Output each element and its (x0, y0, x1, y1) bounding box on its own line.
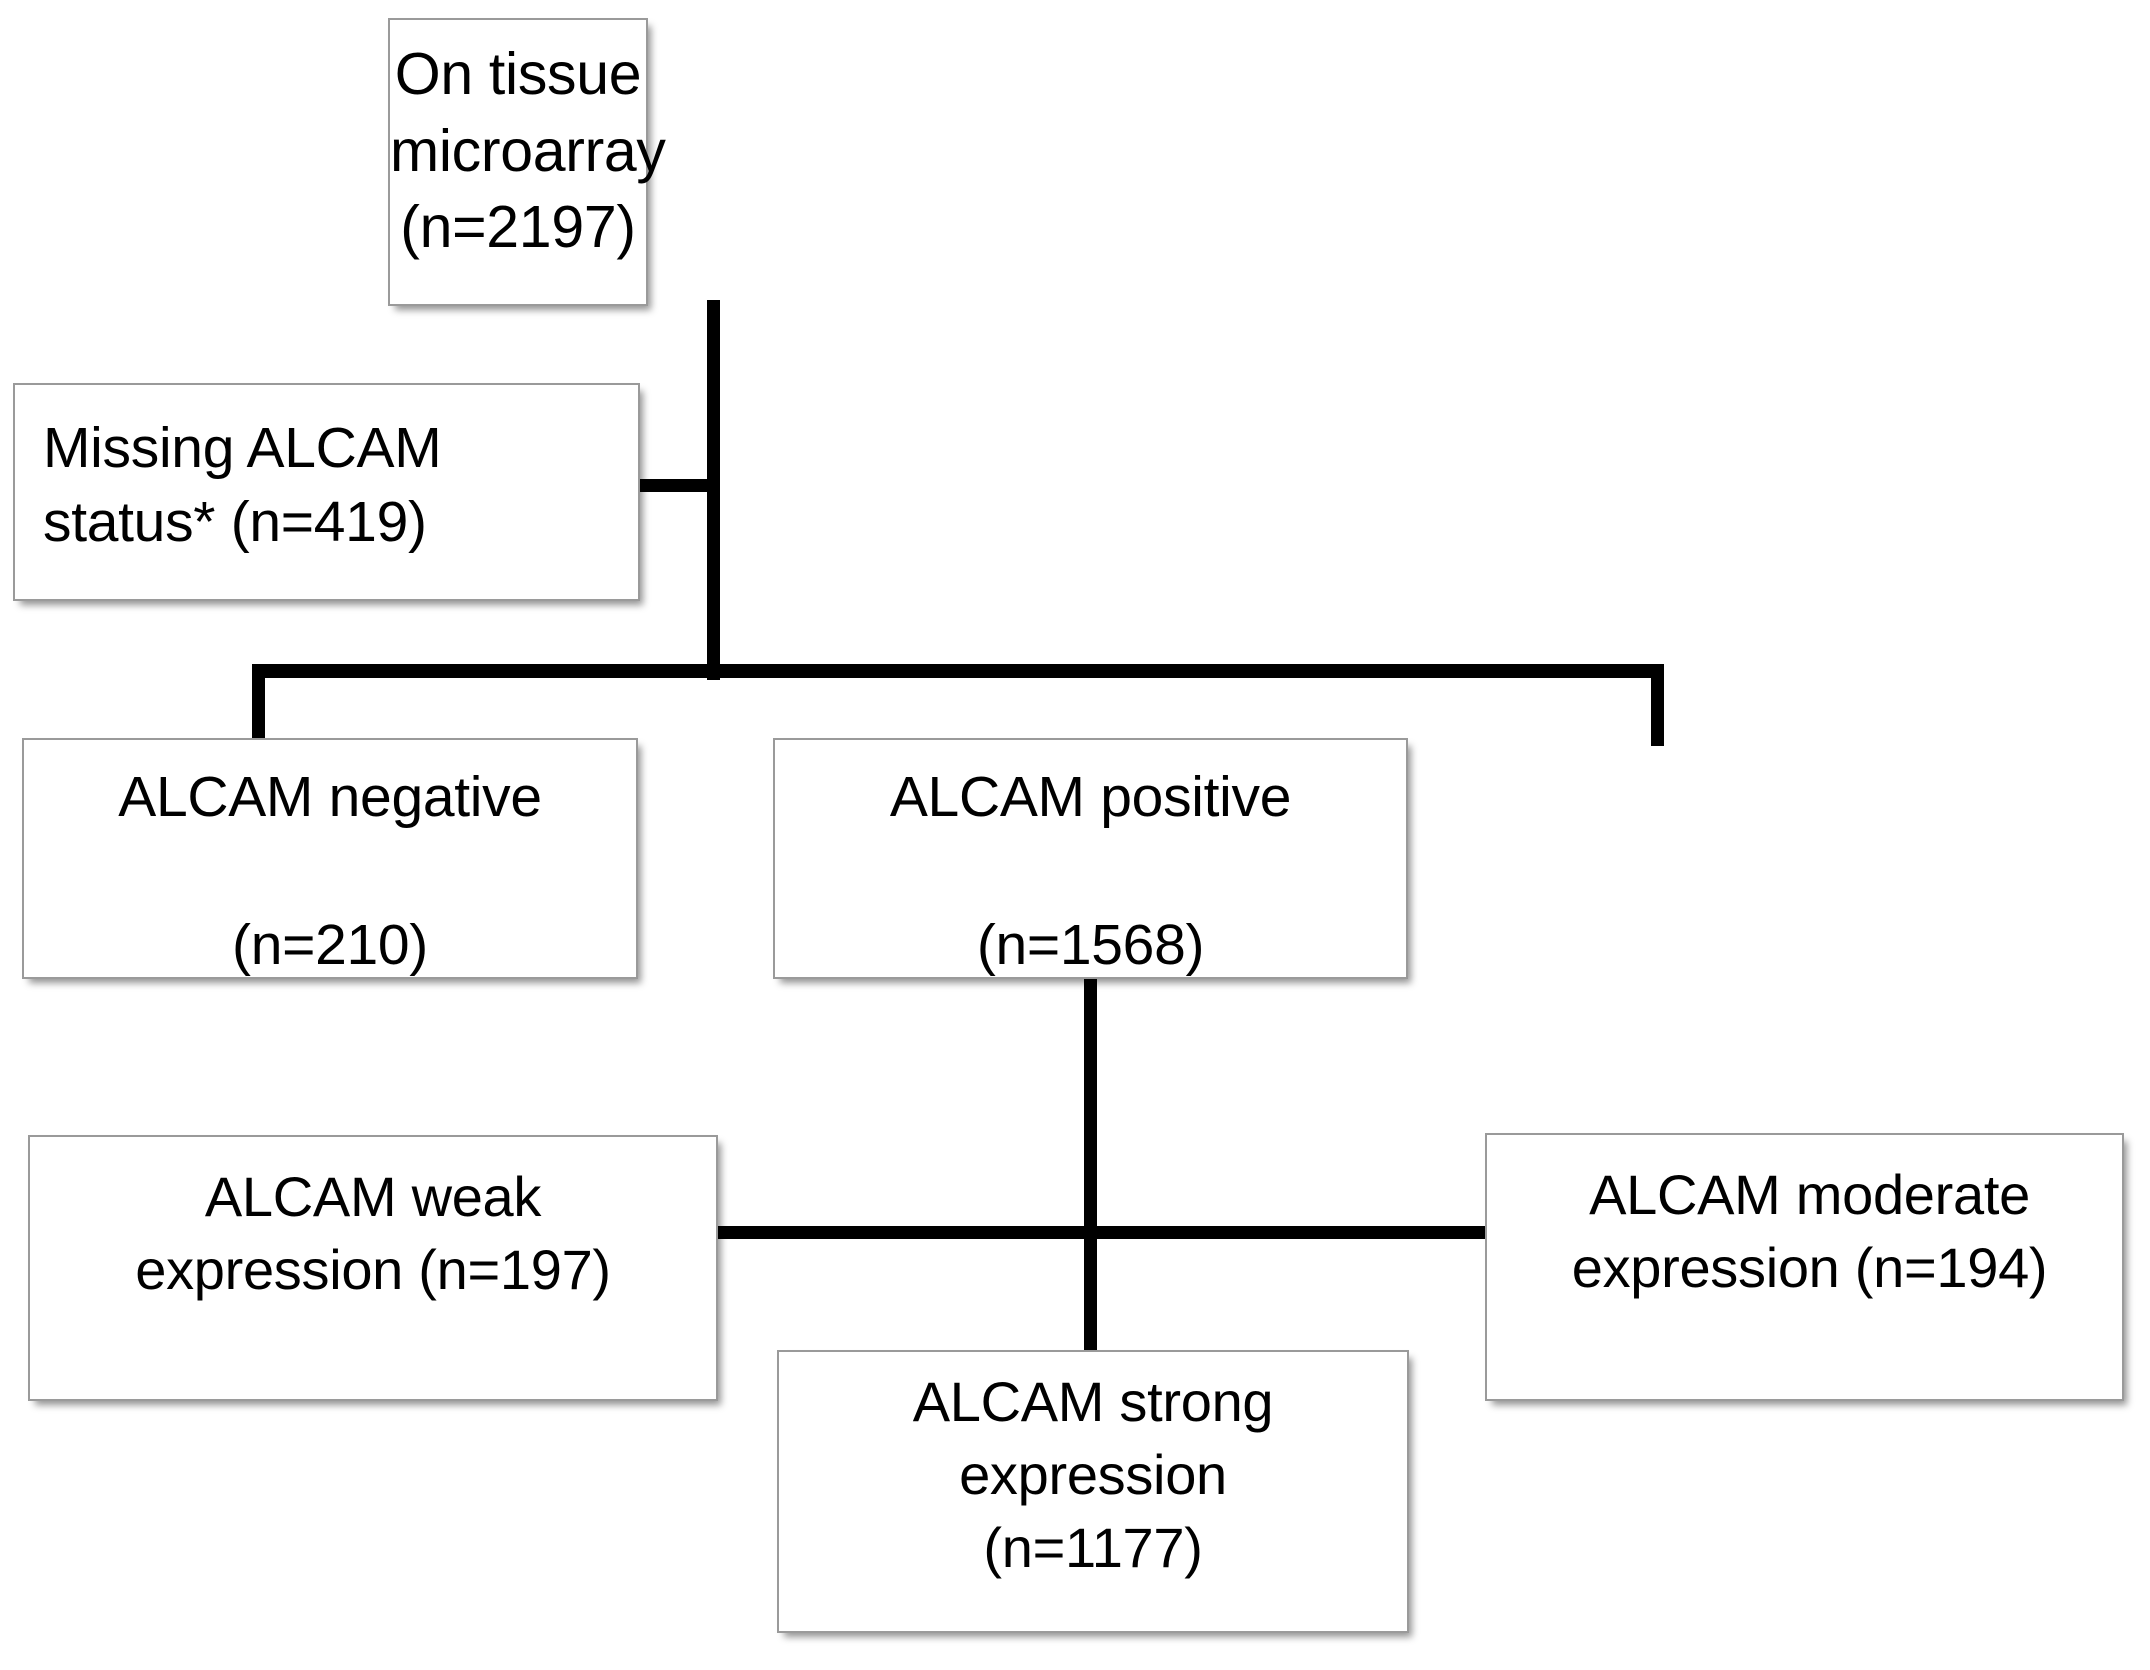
node-alcam-strong-expression: ALCAM strong expression (n=1177) (777, 1350, 1409, 1633)
connector-split-horizontal-bar (252, 664, 1664, 678)
node-alcam-negative: ALCAM negative (n=210) (22, 738, 638, 979)
node-alcam-moderate-expression: ALCAM moderate expression (n=194) (1485, 1133, 2124, 1401)
node-missing-alcam-status: Missing ALCAM status* (n=419) (13, 383, 640, 601)
connector-split-leg-positive (1651, 664, 1664, 746)
connector-positive-to-strong (1084, 972, 1097, 1362)
node-label-alcam-moderate-expression: ALCAM moderate expression (n=194) (1571, 1163, 2048, 1299)
node-label-alcam-weak-expression: ALCAM weak expression (n=197) (135, 1165, 611, 1301)
node-label-alcam-positive: ALCAM positive (n=1568) (889, 765, 1292, 978)
node-label-alcam-strong-expression: ALCAM strong expression (n=1177) (912, 1370, 1274, 1579)
node-on-tissue-microarray: On tissue microarray (n=2197) (388, 18, 666, 306)
connector-tma-to-missing (636, 479, 714, 492)
node-alcam-positive: ALCAM positive (n=1568) (773, 738, 1408, 979)
connector-split-leg-negative (252, 664, 265, 746)
connector-weak-moderate-horizontal-bar (712, 1226, 1492, 1239)
node-label-alcam-negative: ALCAM negative (n=210) (118, 765, 542, 978)
node-label-missing-alcam-status: Missing ALCAM status* (n=419) (43, 416, 442, 555)
node-alcam-weak-expression: ALCAM weak expression (n=197) (28, 1135, 718, 1401)
node-label-on-tissue-microarray: On tissue microarray (n=2197) (390, 41, 666, 261)
